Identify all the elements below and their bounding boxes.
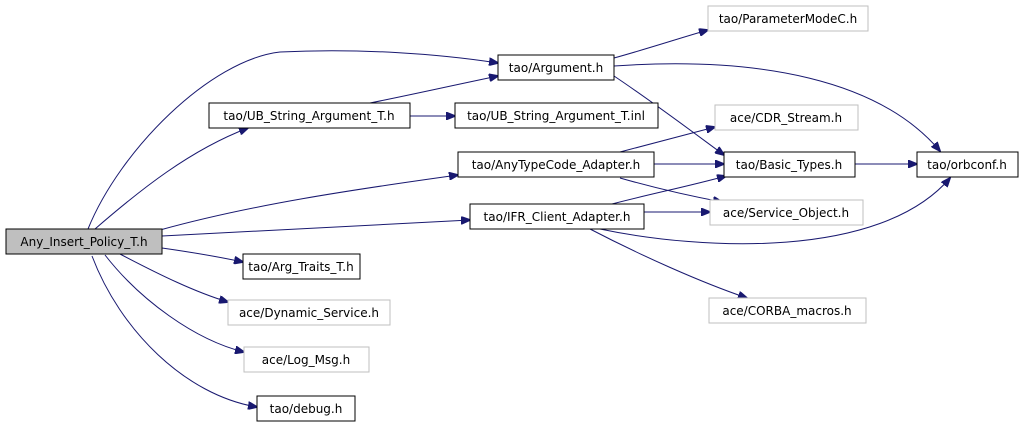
node-ub-string-argument[interactable]: tao/UB_String_Argument_T.h xyxy=(208,102,411,129)
edge-root-to-ifr-client-adapter xyxy=(161,220,470,237)
node-ub-string-argument-inl[interactable]: tao/UB_String_Argument_T.inl xyxy=(454,102,659,129)
node-label: tao/Arg_Traits_T.h xyxy=(248,260,353,274)
edge-root-to-debug xyxy=(91,255,257,407)
node-log-msg[interactable]: ace/Log_Msg.h xyxy=(243,346,370,373)
node-label: tao/orbconf.h xyxy=(927,158,1007,172)
node-anytypecode-adapter[interactable]: tao/AnyTypeCode_Adapter.h xyxy=(457,151,655,178)
node-arg-traits[interactable]: tao/Arg_Traits_T.h xyxy=(242,253,361,280)
edge-root-to-log-msg xyxy=(104,254,244,352)
node-label: tao/AnyTypeCode_Adapter.h xyxy=(472,158,641,172)
edge-anytypecode-to-cdr-stream xyxy=(619,127,715,153)
node-orbconf[interactable]: tao/orbconf.h xyxy=(916,151,1019,178)
node-cdr-stream[interactable]: ace/CDR_Stream.h xyxy=(714,104,859,131)
edge-root-to-arg-traits xyxy=(161,247,243,262)
edge-ifr-to-orbconf xyxy=(599,178,950,245)
edge-root-to-argument xyxy=(87,50,498,230)
node-label: Any_Insert_Policy_T.h xyxy=(20,235,147,249)
node-label: tao/Argument.h xyxy=(509,61,603,75)
node-label: tao/UB_String_Argument_T.h xyxy=(223,109,394,123)
node-label: tao/UB_String_Argument_T.inl xyxy=(467,109,645,123)
edge-root-to-dynamic-service xyxy=(119,253,228,302)
node-debug[interactable]: tao/debug.h xyxy=(256,395,356,422)
edge-ifr-to-basic-types xyxy=(611,176,726,205)
node-label: ace/Service_Object.h xyxy=(723,206,849,220)
edge-argument-to-basic-types xyxy=(613,75,724,155)
node-corba-macros[interactable]: ace/CORBA_macros.h xyxy=(708,297,867,324)
node-service-object[interactable]: ace/Service_Object.h xyxy=(709,199,864,226)
edge-ifr-to-corba-macros xyxy=(589,228,747,298)
node-label: tao/IFR_Client_Adapter.h xyxy=(484,210,631,224)
node-argument[interactable]: tao/Argument.h xyxy=(497,54,615,81)
edge-ub-string-to-argument xyxy=(369,76,498,104)
edge-argument-to-orbconf xyxy=(613,63,940,151)
node-basic-types[interactable]: tao/Basic_Types.h xyxy=(723,151,856,178)
node-label: ace/Log_Msg.h xyxy=(262,353,350,367)
node-any-insert-policy[interactable]: Any_Insert_Policy_T.h xyxy=(5,228,163,255)
node-label: tao/ParameterModeC.h xyxy=(719,12,857,26)
edge-root-to-ub-string-argument xyxy=(94,128,248,230)
node-label: ace/CORBA_macros.h xyxy=(722,304,851,318)
node-dynamic-service[interactable]: ace/Dynamic_Service.h xyxy=(227,299,391,326)
edge-root-to-anytypecode-adapter xyxy=(159,175,458,231)
node-label: ace/Dynamic_Service.h xyxy=(239,306,379,320)
edge-argument-to-parameter-mode xyxy=(613,30,708,59)
node-ifr-client-adapter[interactable]: tao/IFR_Client_Adapter.h xyxy=(469,203,645,230)
node-label: ace/CDR_Stream.h xyxy=(730,111,842,125)
node-parameter-mode[interactable]: tao/ParameterModeC.h xyxy=(707,5,869,32)
node-label: tao/Basic_Types.h xyxy=(736,158,842,172)
node-label: tao/debug.h xyxy=(270,402,343,416)
